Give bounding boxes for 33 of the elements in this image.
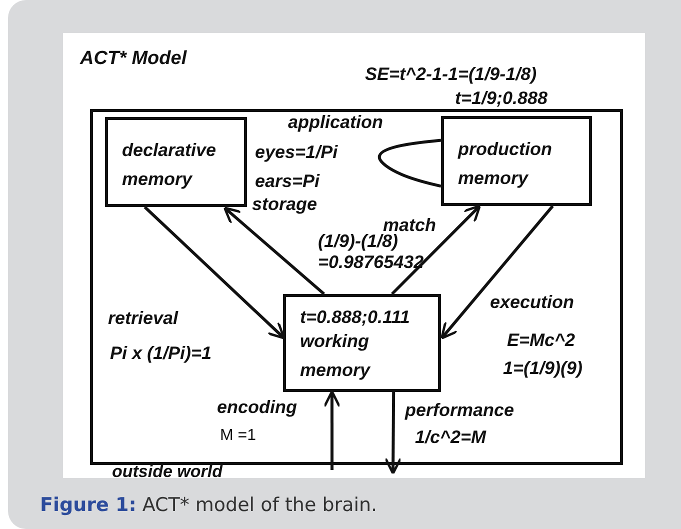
annotation-text: M =1 (220, 427, 256, 446)
node-label: production memory (458, 138, 553, 190)
annotation-text: Pi x (1/Pi)=1 (110, 343, 212, 364)
annotation-text: performance (405, 400, 514, 421)
annotation-text: retrieval (108, 308, 178, 329)
diagram-title: ACT* Model (80, 48, 187, 70)
memory-box (105, 117, 247, 207)
annotation-text: t=1/9;0.888 (455, 88, 548, 109)
frame-box (90, 109, 623, 465)
value-text: t=0.888;0.111 (300, 306, 410, 329)
arrow (390, 204, 481, 296)
memory-box (283, 294, 441, 392)
arrow (440, 205, 554, 340)
annotation-text: encoding (217, 397, 297, 418)
arrow (384, 392, 402, 475)
figure-caption: Figure 1: ACT* model of the brain. (40, 494, 378, 516)
annotation-text: eyes=1/Pi (255, 142, 338, 163)
annotation-text: ears=Pi (255, 171, 320, 192)
annotation-text: E=Mc^2 (507, 330, 576, 351)
annotation-text: SE=t^2-1-1=(1/9-1/8) (365, 64, 537, 85)
annotation-text: outside world (112, 463, 222, 480)
node-label: working memory (300, 330, 372, 382)
memory-box (441, 116, 592, 206)
arrow (223, 206, 326, 296)
arrow (144, 206, 286, 340)
node-label: declarative memory (122, 139, 218, 191)
annotation-text: application (288, 112, 384, 133)
annotation-text: 1=(1/9)(9) (503, 358, 583, 379)
annotation-text: storage (252, 194, 318, 215)
annotation-text: execution (490, 292, 574, 313)
loop-line (378, 138, 442, 188)
annotation-text: 1/c^2=M (415, 427, 486, 448)
arrow (323, 390, 341, 470)
